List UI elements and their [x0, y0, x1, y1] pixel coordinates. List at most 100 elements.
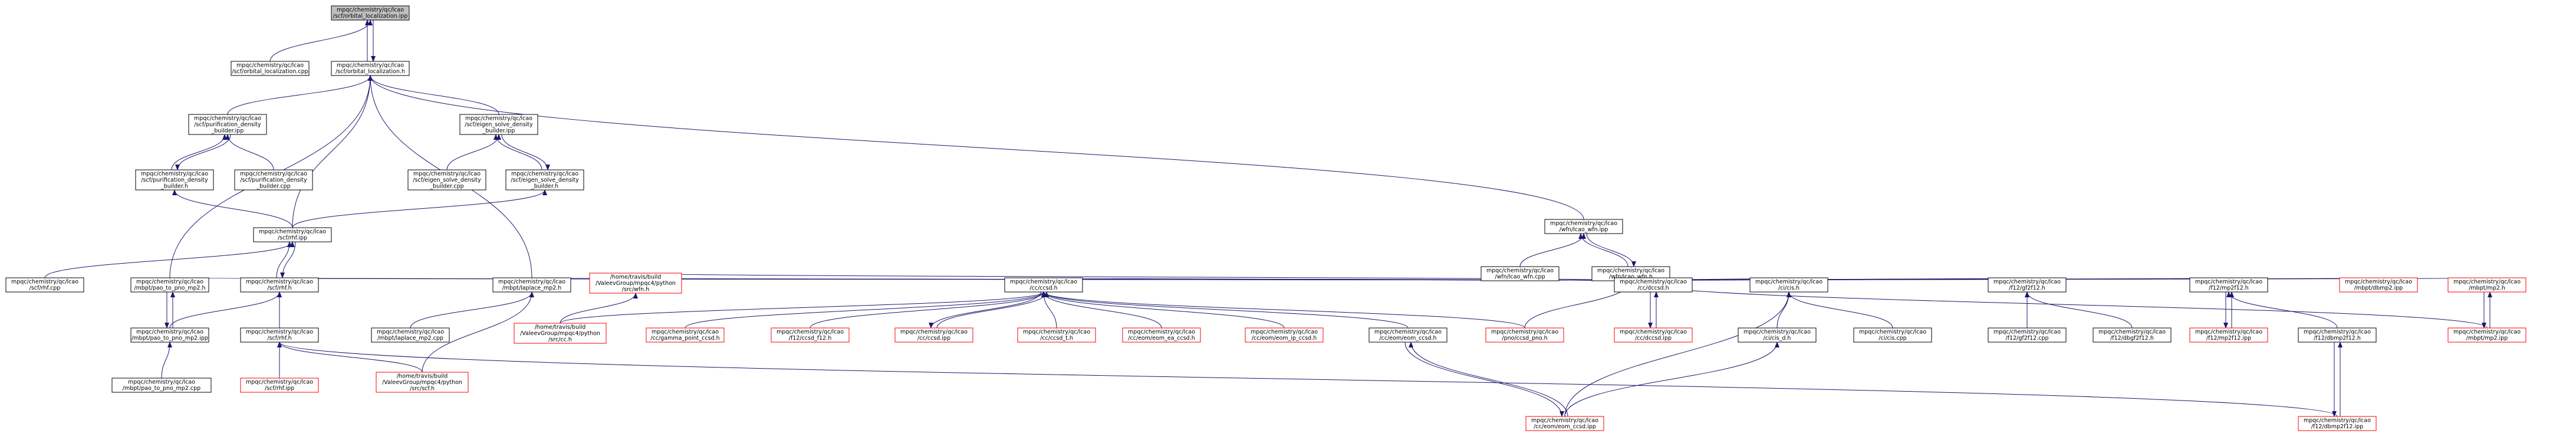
file-node-mpqc-chemistry-qc-lcao-cc-dccsd-h[interactable]: mpqc/chemistry/qc/lcao/cc/dccsd.h: [1614, 277, 1693, 293]
file-node-label-line: /ValeevGroup/mpqc4/python: [382, 379, 462, 386]
file-node-label-line: /f12/gf2f12.cpp: [2006, 335, 2049, 342]
file-node-mpqc-chemistry-qc-lcao-scf-eigen-solve-density-builder-ipp[interactable]: mpqc/chemistry/qc/lcao/scf/eigen_solve_d…: [459, 114, 538, 135]
file-node-home-travis-build-valeevgroup-mpqc4-python-src-scf-h[interactable]: /home/travis/build/ValeevGroup/mpqc4/pyt…: [376, 372, 469, 393]
file-node-label-line: _builder.ipp: [211, 127, 244, 134]
file-node-mpqc-chemistry-qc-lcao-scf-eigen-solve-density-builder-h[interactable]: mpqc/chemistry/qc/lcao/scf/eigen_solve_d…: [505, 169, 584, 191]
file-node-mpqc-chemistry-qc-lcao-ci-cis-d-h[interactable]: mpqc/chemistry/qc/lcao/ci/cis_d.h: [1738, 327, 1817, 343]
file-node-mpqc-chemistry-qc-lcao-ci-cis-cpp[interactable]: mpqc/chemistry/qc/lcao/ci/cis.cpp: [1853, 327, 1932, 343]
file-node-label-line: mpqc/chemistry/qc/lcao: [777, 329, 844, 336]
file-node-mpqc-chemistry-qc-lcao-cc-eom-eom-ccsd-ipp[interactable]: mpqc/chemistry/qc/lcao/cc/eom/eom_ccsd.i…: [1525, 416, 1604, 431]
file-node-mpqc-chemistry-qc-lcao-f12-mp2f12-h[interactable]: mpqc/chemistry/qc/lcao/f12/mp2f12.h: [2189, 277, 2268, 293]
file-node-label-line: mpqc/chemistry/qc/lcao: [246, 379, 313, 386]
file-node-label-line: /cc/ccsd_t.h: [1040, 335, 1073, 342]
file-node-mpqc-chemistry-qc-lcao-f12-dbmp2f12-ipp[interactable]: mpqc/chemistry/qc/lcao/f12/dbmp2f12.ipp: [2298, 416, 2377, 431]
file-node-label-line: /home/travis/build: [610, 274, 662, 280]
file-node-box: [492, 277, 571, 293]
file-node-label-line: /mbpt/pao_to_pno_mp2.h: [134, 285, 205, 291]
file-node-mpqc-chemistry-qc-lcao-mbpt-mp2-ipp[interactable]: mpqc/chemistry/qc/lcao/mbpt/mp2.ipp: [2447, 327, 2526, 343]
file-node-mpqc-chemistry-qc-lcao-cc-gamma-point-ccsd-h[interactable]: mpqc/chemistry/qc/lcao/cc/gamma_point_cc…: [646, 327, 725, 343]
file-node-mpqc-chemistry-qc-lcao-cc-ccsd-ipp[interactable]: mpqc/chemistry/qc/lcao/cc/ccsd.ipp: [894, 327, 973, 343]
file-node-box: [2447, 327, 2526, 343]
file-node-mpqc-chemistry-qc-lcao-f12-dbgf2f12-h[interactable]: mpqc/chemistry/qc/lcao/f12/dbgf2f12.h: [2093, 327, 2172, 343]
file-node-label-line: /mbpt/laplace_mp2.cpp: [377, 335, 443, 342]
file-node-box: [589, 273, 682, 294]
file-node-label-line: /wfn/lcao_wfn.h: [1609, 274, 1653, 280]
file-node-label-line: _builder.h: [531, 183, 558, 189]
include-edge-ccsdipp-to-ccsdh: [936, 291, 1049, 329]
file-node-mpqc-chemistry-qc-lcao-mbpt-pao-to-pno-mp2-h[interactable]: mpqc/chemistry/qc/lcao/mbpt/pao_to_pno_m…: [130, 277, 209, 293]
file-node-mpqc-chemistry-qc-lcao-scf-orbital-localization-cpp[interactable]: mpqc/chemistry/qc/lcao/scf/orbital_local…: [231, 61, 310, 76]
file-node-box: [188, 114, 267, 135]
file-node-label-line: /scf/eigen_solve_density: [465, 122, 533, 128]
file-node-mpqc-chemistry-qc-lcao-scf-rhf-ipp[interactable]: mpqc/chemistry/qc/lcao/scf/rhf.ipp: [253, 227, 332, 242]
file-node-box: [135, 169, 214, 191]
file-node-mpqc-chemistry-qc-lcao-wfn-lcao-wfn-cpp[interactable]: mpqc/chemistry/qc/lcao/wfn/lcao_wfn.cpp: [1481, 266, 1560, 281]
file-node-mpqc-chemistry-qc-lcao-mbpt-laplace-mp2-cpp[interactable]: mpqc/chemistry/qc/lcao/mbpt/laplace_mp2.…: [371, 327, 450, 343]
file-node-label-line: _builder.ipp: [482, 127, 515, 134]
file-node-mpqc-chemistry-qc-lcao-f12-gf2f12-h[interactable]: mpqc/chemistry/qc/lcao/f12/gf2f12.h: [1988, 277, 2067, 293]
file-node-box: [2339, 277, 2418, 293]
file-node-mpqc-chemistry-qc-lcao-scf-orbital-localization-ipp[interactable]: mpqc/chemistry/qc/lcao/scf/orbital_local…: [331, 5, 410, 21]
file-node-mpqc-chemistry-qc-lcao-wfn-lcao-wfn-ipp[interactable]: mpqc/chemistry/qc/lcao/wfn/lcao_wfn.ipp: [1544, 219, 1623, 234]
file-node-mpqc-chemistry-qc-lcao-scf-purification-density-builder-cpp[interactable]: mpqc/chemistry/qc/lcao/scf/purification_…: [234, 169, 313, 191]
file-node-label-line: mpqc/chemistry/qc/lcao: [1023, 329, 1090, 336]
file-node-mpqc-chemistry-qc-lcao-cc-eom-eom-ip-ccsd-h[interactable]: mpqc/chemistry/qc/lcao/cc/eom/eom_ip_ccs…: [1245, 327, 1324, 343]
file-node-label-line: /mbpt/pao_to_pno_mp2.ipp: [131, 335, 208, 342]
file-node-mpqc-chemistry-qc-lcao-scf-rhf-h[interactable]: mpqc/chemistry/qc/lcao/scf/rhf.h: [240, 327, 319, 343]
include-edge-ccsdt-to-ccsdh: [1041, 291, 1057, 329]
file-node-mpqc-chemistry-qc-lcao-mbpt-pao-to-pno-mp2-ipp[interactable]: mpqc/chemistry/qc/lcao/mbpt/pao_to_pno_m…: [130, 327, 209, 343]
file-node-box: [1245, 327, 1324, 343]
file-node-mpqc-chemistry-qc-lcao-scf-rhf-cpp[interactable]: mpqc/chemistry/qc/lcao/scf/rhf.cpp: [5, 277, 84, 293]
file-node-mpqc-chemistry-qc-lcao-scf-purification-density-builder-ipp[interactable]: mpqc/chemistry/qc/lcao/scf/purification_…: [188, 114, 267, 135]
include-edge-eomea-to-ccsdh: [1041, 291, 1162, 329]
file-node-box: [459, 114, 538, 135]
file-node-box: [1988, 327, 2067, 343]
file-node-label-line: /f12/mp2f12.h: [2209, 285, 2249, 291]
file-node-mpqc-chemistry-qc-lcao-ci-cis-h[interactable]: mpqc/chemistry/qc/lcao/ci/cis.h: [1749, 277, 1828, 293]
file-node-mpqc-chemistry-qc-lcao-f12-gf2f12-cpp[interactable]: mpqc/chemistry/qc/lcao/f12/gf2f12.cpp: [1988, 327, 2067, 343]
file-node-mpqc-chemistry-qc-lcao-scf-rhf-ipp[interactable]: mpqc/chemistry/qc/lcao/scf/rhf.ipp: [240, 378, 319, 393]
file-node-box: [1525, 416, 1604, 431]
file-node-mpqc-chemistry-qc-lcao-cc-dccsd-ipp[interactable]: mpqc/chemistry/qc/lcao/cc/dccsd.ipp: [1614, 327, 1693, 343]
file-node-home-travis-build-valeevgroup-mpqc4-python-src-wfn-h[interactable]: /home/travis/build/ValeevGroup/mpqc4/pyt…: [589, 273, 682, 294]
file-node-box: [1738, 327, 1817, 343]
file-node-home-travis-build-valeevgroup-mpqc4-python-src-cc-h[interactable]: /home/travis/build/ValeevGroup/mpqc4/pyt…: [514, 323, 607, 344]
file-node-box: [376, 372, 469, 393]
file-node-mpqc-chemistry-qc-lcao-scf-eigen-solve-density-builder-cpp[interactable]: mpqc/chemistry/qc/lcao/scf/eigen_solve_d…: [407, 169, 486, 191]
file-node-label-line: /scf/orbital_localization.cpp: [232, 68, 308, 75]
file-node-mpqc-chemistry-qc-lcao-cc-ccsd-h[interactable]: mpqc/chemistry/qc/lcao/cc/ccsd.h: [1004, 277, 1083, 293]
file-node-box: [1485, 327, 1564, 343]
file-node-label-line: /ci/cis.h: [1778, 285, 1799, 291]
file-node-mpqc-chemistry-qc-lcao-scf-purification-density-builder-h[interactable]: mpqc/chemistry/qc/lcao/scf/purification_…: [135, 169, 214, 191]
file-node-label-line: mpqc/chemistry/qc/lcao: [2304, 418, 2371, 424]
include-edge-scfipp-to-olh: [292, 75, 373, 228]
file-node-mpqc-chemistry-qc-lcao-pno-ccsd-pno-h[interactable]: mpqc/chemistry/qc/lcao/pno/ccsd_pno.h: [1485, 327, 1564, 343]
include-edge-wfnipp-to-wfnh: [1586, 233, 1636, 267]
file-node-mpqc-chemistry-qc-lcao-cc-ccsd-t-h[interactable]: mpqc/chemistry/qc/lcao/cc/ccsd_t.h: [1017, 327, 1096, 343]
file-node-mpqc-chemistry-qc-lcao-mbpt-laplace-mp2-h[interactable]: mpqc/chemistry/qc/lcao/mbpt/laplace_mp2.…: [492, 277, 571, 293]
file-node-box: [371, 327, 450, 343]
file-node-mpqc-chemistry-qc-lcao-mbpt-dbmp2-ipp[interactable]: mpqc/chemistry/qc/lcao/mbpt/dbmp2.ipp: [2339, 277, 2418, 293]
file-node-mpqc-chemistry-qc-lcao-mbpt-mp2-h[interactable]: mpqc/chemistry/qc/lcao/mbpt/mp2.h: [2447, 277, 2526, 293]
file-node-box: [240, 378, 319, 393]
file-node-label-line: /scf/rhf.ipp: [278, 235, 307, 241]
file-node-mpqc-chemistry-qc-lcao-mbpt-pao-to-pno-mp2-cpp[interactable]: mpqc/chemistry/qc/lcao/mbpt/pao_to_pno_m…: [111, 378, 212, 393]
file-node-label-line: /scf/rhf.ipp: [265, 385, 294, 392]
include-edge-ccsdf12-to-ccsdh: [810, 291, 1046, 329]
include-edge-eomccsdipp-to-eomccsdh: [1409, 342, 1568, 417]
file-node-mpqc-chemistry-qc-lcao-cc-eom-eom-ea-ccsd-h[interactable]: mpqc/chemistry/qc/lcao/cc/eom/eom_ea_ccs…: [1122, 327, 1201, 343]
file-node-mpqc-chemistry-qc-lcao-f12-mp2f12-ipp[interactable]: mpqc/chemistry/qc/lcao/f12/mp2f12.ipp: [2189, 327, 2268, 343]
file-node-box: [1122, 327, 1201, 343]
file-node-label-line: mpqc/chemistry/qc/lcao: [141, 170, 208, 177]
file-node-mpqc-chemistry-qc-lcao-scf-rhf-h[interactable]: mpqc/chemistry/qc/lcao/scf/rhf.h: [240, 277, 319, 293]
file-node-mpqc-chemistry-qc-lcao-f12-dbmp2f12-h[interactable]: mpqc/chemistry/qc/lcao/f12/dbmp2f12.h: [2298, 327, 2377, 343]
include-edge-scfcpp-to-scfipp: [44, 241, 295, 278]
file-node-label-line: mpqc/chemistry/qc/lcao: [465, 115, 532, 122]
file-node-mpqc-chemistry-qc-lcao-cc-eom-eom-ccsd-h[interactable]: mpqc/chemistry/qc/lcao/cc/eom/eom_ccsd.h: [1368, 327, 1447, 343]
file-node-label-line: /cc/dccsd.ipp: [1635, 335, 1672, 342]
file-node-box: [2298, 327, 2377, 343]
file-node-label-line: /scf/rhf.h: [267, 285, 291, 291]
file-node-mpqc-chemistry-qc-lcao-f12-ccsd-f12-h[interactable]: mpqc/chemistry/qc/lcao/f12/ccsd_f12.h: [771, 327, 850, 343]
file-node-mpqc-chemistry-qc-lcao-scf-orbital-localization-h[interactable]: mpqc/chemistry/qc/lcao/scf/orbital_local…: [331, 61, 410, 76]
file-node-label-line: /f12/dbmp2f12.ipp: [2311, 424, 2363, 430]
